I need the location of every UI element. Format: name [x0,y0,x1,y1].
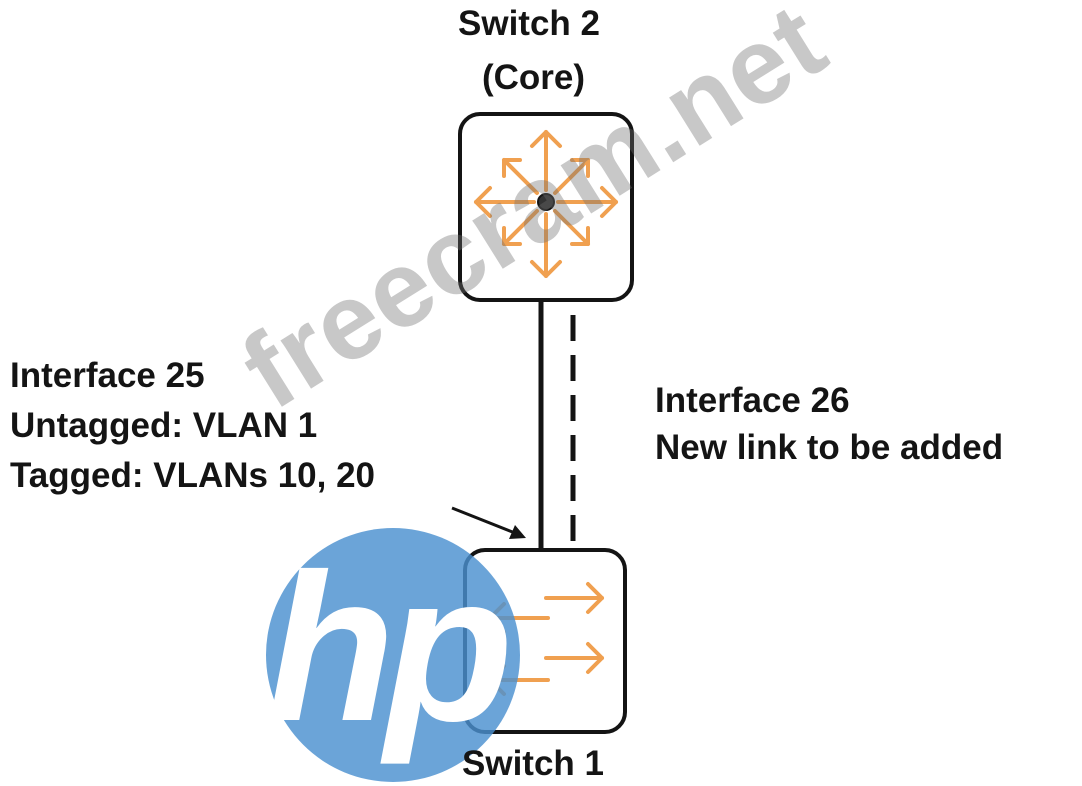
interface-25-tagged: Tagged: VLANs 10, 20 [10,456,376,495]
switch-1-name: Switch 1 [462,744,604,783]
interface-26-name: Interface 26 [655,381,850,420]
switch-2-name: Switch 2 [458,4,600,43]
interface-25-name: Interface 25 [10,356,205,395]
core-hub-dot [537,193,555,211]
core-switch-arrows-icon [474,130,618,278]
switch-2-role: (Core) [482,58,586,97]
interface-25-untagged: Untagged: VLAN 1 [10,406,318,445]
interface-26-note: New link to be added [655,428,1004,467]
interface-25-pointer-arrow [451,506,526,539]
hp-logo-text: hp [267,530,507,765]
hp-logo: hp [266,528,520,782]
switch-2-node [458,112,634,302]
